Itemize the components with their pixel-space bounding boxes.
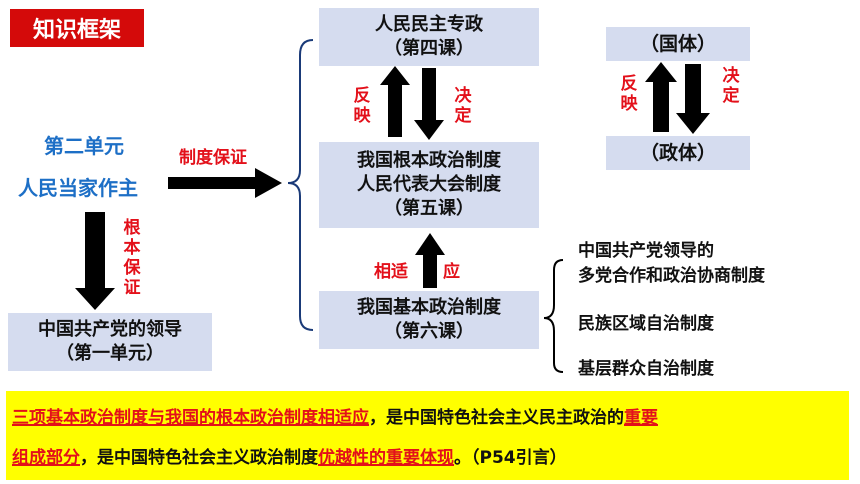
- summary-line-1: 三项基本政治制度与我国的根本政治制度相适应，是中国特色社会主义民主政治的重要: [12, 403, 658, 428]
- adapt-label-left: 相适: [374, 262, 408, 282]
- center-decide-label: 决定: [454, 86, 472, 126]
- adapt-up-arrow: [415, 233, 445, 288]
- democratic-dictatorship-box: 人民民主专政 （第四课）: [319, 8, 539, 66]
- party-leadership-line2: （第一单元）: [56, 343, 164, 364]
- center-down-arrow: [414, 68, 444, 140]
- basic-system-box: 我国基本政治制度 （第六课）: [319, 291, 539, 349]
- summary-emphasis: 优越性的重要体现: [318, 448, 454, 468]
- summary-emphasis: 组成部分: [12, 448, 80, 468]
- government-system-box: （政体）: [606, 136, 750, 170]
- adapt-label-right: 应: [443, 262, 460, 282]
- center-up-arrow: [380, 66, 410, 137]
- fundamental-system-box: 我国根本政治制度 人民代表大会制度 （第五课）: [319, 142, 539, 228]
- basic-systems-list: 中国共产党领导的 多党合作和政治协商制度 民族区域自治制度 基层群众自治制度: [578, 236, 848, 386]
- list-item: 多党合作和政治协商制度: [578, 266, 765, 286]
- summary-text: ，是中国特色社会主义政治制度: [80, 448, 318, 468]
- right-arrow: [168, 168, 282, 198]
- summary-emphasis: 三项基本政治制度与我国的根本政治制度相适应: [12, 408, 369, 428]
- summary-box: 三项基本政治制度与我国的根本政治制度相适应，是中国特色社会主义民主政治的重要 组…: [6, 391, 849, 480]
- basic-system-line1: 我国基本政治制度: [357, 297, 501, 318]
- democratic-dictatorship-line1: 人民民主专政: [375, 14, 483, 35]
- summary-text: ，是中国特色社会主义民主政治的: [369, 408, 624, 428]
- list-item: 基层群众自治制度: [578, 359, 714, 379]
- right-down-arrow: [676, 64, 710, 134]
- system-guarantee-label: 制度保证: [179, 148, 247, 168]
- fundamental-system-line3: （第五课）: [384, 198, 474, 219]
- democratic-dictatorship-line2: （第四课）: [384, 38, 474, 59]
- summary-emphasis: 重要: [624, 408, 658, 428]
- summary-line-2: 组成部分，是中国特色社会主义政治制度优越性的重要体现。（P54引言）: [12, 443, 567, 468]
- basic-system-line2: （第六课）: [384, 321, 474, 342]
- list-brace: [543, 259, 564, 373]
- section-title: 知识框架: [10, 9, 144, 47]
- summary-citation: 。（P54引言）: [454, 448, 567, 468]
- right-reflect-label: 反映: [620, 74, 638, 114]
- party-leadership-line1: 中国共产党的领导: [38, 319, 182, 340]
- center-reflect-label: 反映: [353, 86, 371, 126]
- center-bracket: [287, 39, 314, 331]
- state-system-box: （国体）: [606, 27, 750, 61]
- down-arrow: [75, 212, 115, 310]
- list-item: 民族区域自治制度: [578, 314, 714, 334]
- fundamental-guarantee-label: 根本保证: [123, 218, 141, 298]
- right-up-arrow: [645, 62, 677, 132]
- list-item: 中国共产党领导的: [578, 241, 714, 261]
- fundamental-system-line1: 我国根本政治制度: [357, 150, 501, 171]
- right-decide-label: 决定: [722, 66, 740, 106]
- theme-label: 人民当家作主: [18, 176, 138, 200]
- party-leadership-box: 中国共产党的领导 （第一单元）: [8, 313, 212, 371]
- fundamental-system-line2: 人民代表大会制度: [357, 174, 501, 195]
- unit-label: 第二单元: [44, 134, 124, 158]
